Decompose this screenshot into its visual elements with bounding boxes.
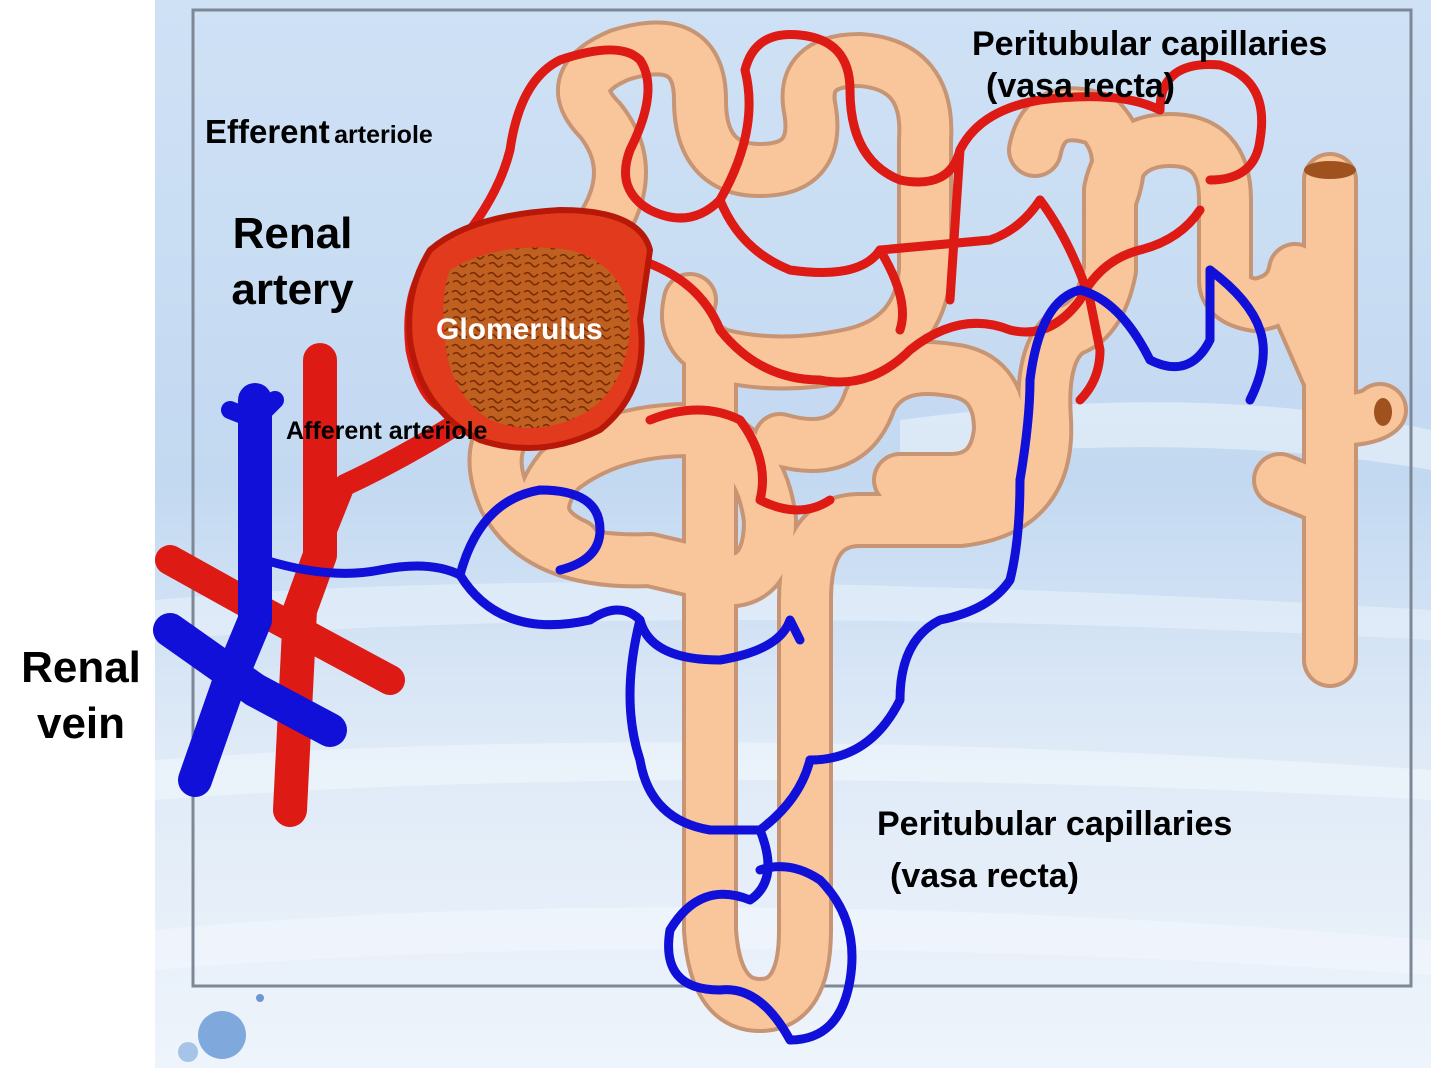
peritubular-top-label-line2: (vasa recta) (986, 66, 1175, 106)
renal-vein-line1: Renal (6, 640, 156, 696)
renal-artery-line2: artery (205, 262, 380, 318)
renal-vein-line2: vein (6, 696, 156, 752)
arteriole-word: arteriole (334, 121, 433, 149)
glomerulus-label: Glomerulus (436, 312, 603, 348)
efferent-arteriole-label: Efferent arteriole (205, 112, 433, 155)
renal-artery-label: Renal artery (205, 206, 380, 318)
peritubular-bottom-label-line1: Peritubular capillaries (877, 804, 1232, 844)
peritubular-top-label-line1: Peritubular capillaries (972, 24, 1327, 64)
afferent-arteriole-label: Afferent arteriole (286, 416, 487, 446)
renal-vein-label: Renal vein (6, 640, 156, 752)
peritubular-bottom-label-line2: (vasa recta) (890, 856, 1079, 896)
renal-artery-line1: Renal (205, 206, 380, 262)
efferent-word: Efferent (205, 113, 330, 150)
